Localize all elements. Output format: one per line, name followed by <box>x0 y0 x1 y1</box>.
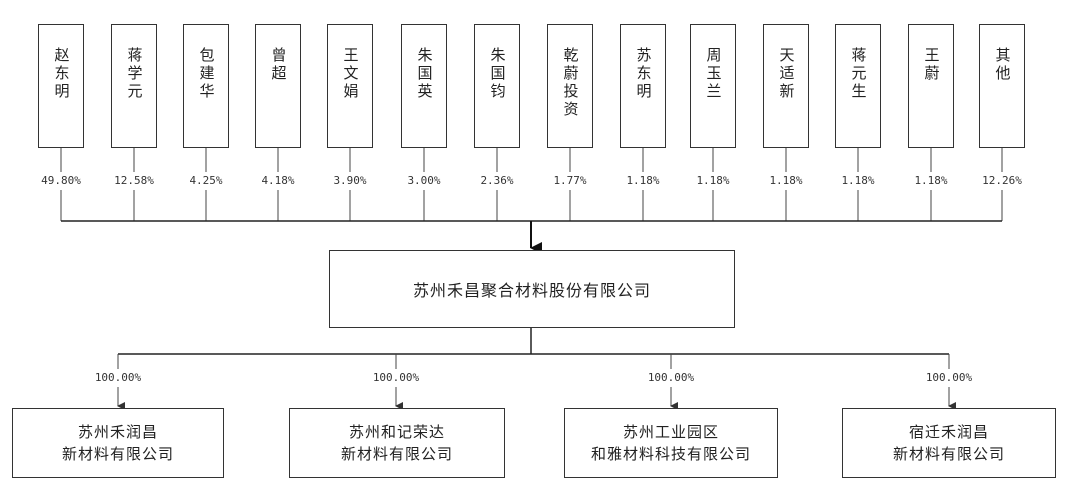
shareholder-box: 乾蔚投资 <box>547 24 593 148</box>
shareholder-percent: 1.77% <box>530 174 610 188</box>
shareholder-percent: 2.36% <box>457 174 537 188</box>
shareholder-box: 王文娟 <box>327 24 373 148</box>
subsidiary-box: 苏州禾润昌新材料有限公司 <box>12 408 224 478</box>
shareholder-box: 曾超 <box>255 24 301 148</box>
shareholder-percent: 4.18% <box>238 174 318 188</box>
shareholder-percent: 3.00% <box>384 174 464 188</box>
shareholder-percent: 4.25% <box>166 174 246 188</box>
shareholder-box: 天适新 <box>763 24 809 148</box>
company-box: 苏州禾昌聚合材料股份有限公司 <box>329 250 735 328</box>
shareholder-percent: 1.18% <box>603 174 683 188</box>
shareholder-box: 朱国英 <box>401 24 447 148</box>
shareholder-box: 其他 <box>979 24 1025 148</box>
shareholder-box: 蒋元生 <box>835 24 881 148</box>
subsidiary-percent: 100.00% <box>925 371 973 384</box>
shareholder-percent: 12.26% <box>962 174 1042 188</box>
subsidiary-percent: 100.00% <box>647 371 695 384</box>
subsidiary-name-line1: 宿迁禾润昌 <box>908 423 989 441</box>
shareholder-name: 朱国英 <box>415 47 434 101</box>
shareholder-name: 蒋学元 <box>125 47 144 101</box>
shareholder-name: 赵东明 <box>52 47 71 101</box>
shareholder-name: 周玉兰 <box>704 47 723 101</box>
subsidiary-name-line1: 苏州工业园区 <box>622 423 719 441</box>
shareholder-box: 苏东明 <box>620 24 666 148</box>
subsidiary-percent: 100.00% <box>94 371 142 384</box>
shareholder-name: 乾蔚投资 <box>561 47 580 119</box>
subsidiary-connectors <box>118 328 949 355</box>
shareholder-connectors <box>60 148 1003 221</box>
shareholder-name: 朱国钧 <box>488 47 507 101</box>
shareholder-name: 天适新 <box>777 47 796 101</box>
subsidiary-name-line2: 新材料有限公司 <box>61 445 174 463</box>
shareholder-name: 其他 <box>993 47 1012 83</box>
company-name: 苏州禾昌聚合材料股份有限公司 <box>412 281 651 300</box>
shareholder-bus <box>61 220 1002 254</box>
subsidiary-name-line1: 苏州和记荣达 <box>348 423 445 441</box>
subsidiary-name-line2: 新材料有限公司 <box>892 445 1005 463</box>
shareholder-percent: 12.58% <box>94 174 174 188</box>
shareholder-percent: 1.18% <box>891 174 971 188</box>
shareholder-percent: 49.80% <box>21 174 101 188</box>
subsidiary-name-line2: 新材料有限公司 <box>340 445 453 463</box>
shareholder-percent: 1.18% <box>673 174 753 188</box>
shareholder-box: 赵东明 <box>38 24 84 148</box>
shareholder-name: 蒋元生 <box>849 47 868 101</box>
shareholder-name: 王蔚 <box>922 47 941 83</box>
subsidiary-percent: 100.00% <box>372 371 420 384</box>
shareholder-name: 苏东明 <box>634 47 653 101</box>
subsidiary-box: 苏州工业园区和雅材料科技有限公司 <box>564 408 778 478</box>
shareholder-box: 蒋学元 <box>111 24 157 148</box>
shareholder-percent: 3.90% <box>310 174 390 188</box>
shareholder-percent: 1.18% <box>818 174 898 188</box>
shareholder-name: 包建华 <box>197 47 216 101</box>
shareholder-percent: 1.18% <box>746 174 826 188</box>
shareholder-name: 王文娟 <box>341 47 360 101</box>
subsidiary-box: 苏州和记荣达新材料有限公司 <box>289 408 505 478</box>
shareholder-box: 王蔚 <box>908 24 954 148</box>
shareholder-box: 周玉兰 <box>690 24 736 148</box>
shareholder-name: 曾超 <box>269 47 288 83</box>
shareholder-box: 包建华 <box>183 24 229 148</box>
subsidiary-name-line1: 苏州禾润昌 <box>77 423 158 441</box>
subsidiary-drops <box>117 354 956 410</box>
subsidiary-name-line2: 和雅材料科技有限公司 <box>590 445 751 463</box>
shareholder-box: 朱国钧 <box>474 24 520 148</box>
subsidiary-box: 宿迁禾润昌新材料有限公司 <box>842 408 1056 478</box>
